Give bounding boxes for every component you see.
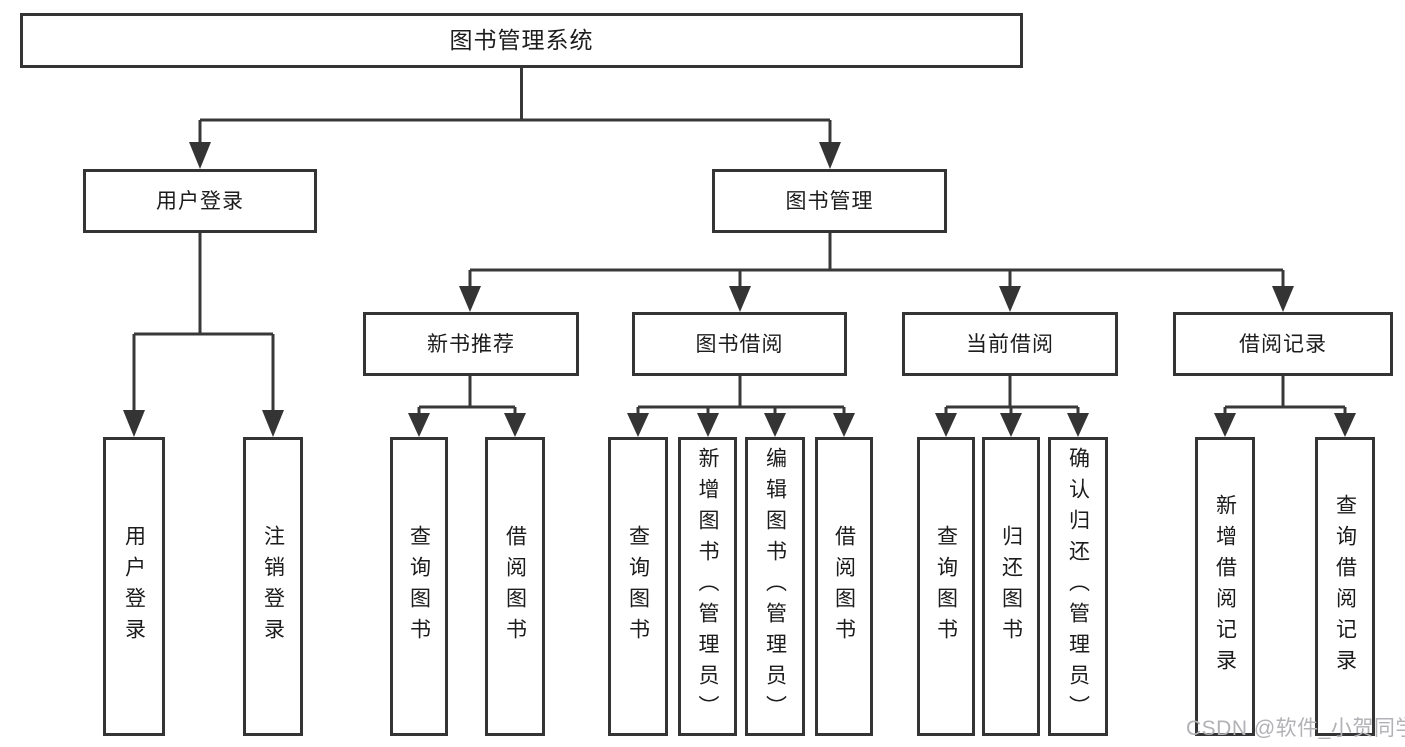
connector-current — [944, 376, 1080, 414]
connector-user-login — [132, 233, 275, 411]
node-leaf-edit-books-admin: 编辑图书（管理员） — [745, 437, 805, 736]
node-current-borrow: 当前借阅 — [902, 312, 1118, 376]
node-label: 用户登录 — [122, 524, 146, 649]
node-label: 查询图书 — [934, 524, 958, 649]
node-label: 新增借阅记录 — [1213, 493, 1237, 680]
node-leaf-query-books-2: 查询图书 — [608, 437, 668, 736]
node-label: 查询借阅记录 — [1333, 493, 1357, 680]
node-leaf-query-borrow-record: 查询借阅记录 — [1315, 437, 1375, 736]
node-leaf-user-login: 用户登录 — [103, 437, 165, 736]
node-leaf-query-books-1: 查询图书 — [390, 437, 448, 736]
node-leaf-add-books-admin: 新增图书（管理员） — [678, 437, 737, 736]
arrowheads — [123, 142, 1356, 437]
node-label: 用户登录 — [156, 189, 244, 213]
node-book-borrow: 图书借阅 — [632, 312, 847, 376]
node-label: 图书管理系统 — [449, 27, 594, 53]
node-label: 当前借阅 — [966, 332, 1054, 356]
connector-book-mgmt — [468, 233, 1285, 287]
node-label: 借阅图书 — [832, 524, 856, 649]
node-label: 编辑图书（管理员） — [763, 447, 787, 726]
node-leaf-confirm-return-admin: 确认归还（管理员） — [1048, 437, 1108, 736]
node-label: 新增图书（管理员） — [696, 447, 719, 726]
node-label: 新书推荐 — [427, 332, 515, 356]
node-book-mgmt-module: 图书管理 — [712, 169, 947, 233]
connector-new-books — [417, 376, 517, 414]
node-label: 查询图书 — [407, 524, 431, 649]
node-new-book-recommend: 新书推荐 — [363, 312, 579, 376]
node-leaf-return-books: 归还图书 — [982, 437, 1040, 736]
node-label: 归还图书 — [999, 524, 1023, 649]
node-label: 图书借阅 — [695, 332, 784, 356]
node-label: 注销登录 — [261, 524, 285, 649]
connector-root — [198, 68, 832, 143]
node-label: 图书管理 — [785, 189, 874, 213]
node-label: 借阅图书 — [503, 524, 527, 649]
csdn-watermark: CSDN @软件_小贺同学 — [1186, 717, 1405, 740]
node-system-root: 图书管理系统 — [20, 13, 1023, 68]
node-label: 借阅记录 — [1239, 332, 1327, 356]
node-leaf-borrow-books-1: 借阅图书 — [485, 437, 545, 736]
connector-records — [1223, 376, 1347, 414]
node-user-login-module: 用户登录 — [83, 169, 317, 233]
node-borrow-records: 借阅记录 — [1173, 312, 1393, 376]
connector-borrow — [636, 376, 846, 414]
node-leaf-logout: 注销登录 — [243, 437, 303, 736]
node-leaf-borrow-books-2: 借阅图书 — [815, 437, 873, 736]
node-leaf-add-borrow-record: 新增借阅记录 — [1195, 437, 1255, 736]
node-label: 确认归还（管理员） — [1066, 447, 1090, 726]
node-leaf-query-books-3: 查询图书 — [917, 437, 975, 736]
node-label: 查询图书 — [626, 524, 650, 649]
